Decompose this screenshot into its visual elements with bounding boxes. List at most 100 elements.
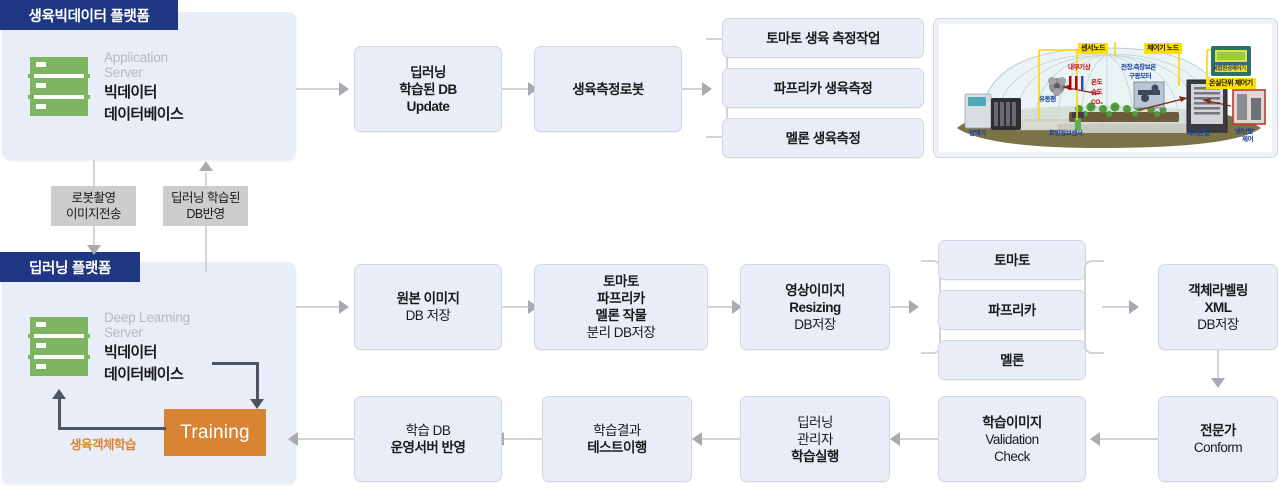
box-crop-split-db-line1: 토마토 [603,274,639,289]
box-deep-learning-manager-run[interactable]: 딥러닝 관리자 학습실행 [740,396,890,482]
connector-dl-panel-to-original-image [296,306,340,308]
box-melon-growth-measure[interactable]: 멜론 생육측정 [722,118,924,158]
server-rack-icon [28,57,90,116]
greenhouse-label-complex-env-controller: 복합환경제어기 [1213,66,1246,72]
bottom-server-label: Deep Learning Server 빅데이터 데이터베이스 [104,310,190,384]
arrow-original-to-cropsplit [528,300,538,314]
connector-update-to-robot [502,88,529,90]
greenhouse-label-control-panel: 제어판넬 [1187,130,1210,137]
box-training-run-line1: 딥러닝 [797,414,833,430]
box-crop-split-db-line3: 멜론 작물 [595,308,647,323]
box-original-image-db-line2: DB 저장 [405,308,451,323]
training-loop-up-segment [58,399,61,429]
box-deep-learning-db-update-line2: 학습된 DB [399,81,457,97]
top-server-main-line2: 데이터베이스 [104,106,184,123]
connector-validation-to-training-run [898,438,938,440]
greenhouse-controller-device-icon [1211,46,1251,76]
box-expert-conform[interactable]: 전문가 Conform [1158,396,1278,482]
box-crop-paprika[interactable]: 파프리카 [938,290,1086,330]
top-server-sub-line2: Server [104,65,143,80]
box-growth-measurement-robot[interactable]: 생육측정로봇 [534,46,682,132]
arrow-training-run-to-test [692,432,702,446]
top-server-label: Application Server 빅데이터 데이터베이스 [104,50,184,124]
box-object-labeling-xml[interactable]: 객체라벨링 XML DB저장 [1158,264,1278,350]
connector-labeling-to-expert [1217,350,1219,379]
arrow-crops-to-labeling [1129,300,1139,314]
training-loop-bottom-segment [58,427,166,430]
box-image-resizing-db[interactable]: 영상이미지 Resizing DB저장 [740,264,890,350]
relay-robot-capture-line1: 로봇촬영 [71,191,116,205]
greenhouse-label-temperature: 온도 [1091,79,1103,86]
connector-crops-to-labeling [1102,306,1130,308]
connector-test-to-db-apply [502,438,542,440]
training-loop-up-arrow [52,389,66,399]
box-deep-learning-db-update[interactable]: 딥러닝 학습된 DB Update [354,46,502,132]
box-test-exec-line2: 테스트이행 [587,440,647,455]
connector-db-apply-to-dl-panel [296,438,354,440]
top-server-main-line1: 빅데이터 [104,84,157,101]
connector-training-run-to-test [700,438,740,440]
box-growth-measurement-robot-line1: 생육측정로봇 [572,81,644,97]
box-paprika-growth-measure-label: 파프리카 생육측정 [773,80,873,96]
arrow-labeling-to-expert [1211,378,1225,388]
connector-robot-to-branch [682,88,703,90]
connector-expert-to-validation [1098,438,1158,440]
box-object-labeling-xml-line1: 객체라벨링 [1188,282,1248,298]
greenhouse-label-circulation-fan: 유동팬 [1039,96,1056,103]
panel-header-deep-learning-platform: 딥러닝 플랫폼 [0,252,140,282]
box-training-db-apply[interactable]: 학습 DB 운영서버 반영 [354,396,502,482]
training-box[interactable]: Training [164,409,266,456]
relay-db-reflect-line2: DB반영 [186,207,225,221]
box-training-run-line2: 관리자 [797,431,833,447]
top-server-sub-line1: Application [104,50,168,65]
box-tomato-growth-measure-task-label: 토마토 생육 측정작업 [766,30,880,46]
box-training-image-validation-check[interactable]: 학습이미지 Validation Check [938,396,1086,482]
box-image-resizing-db-line2: Resizing [789,299,841,315]
box-original-image-db[interactable]: 원본 이미지 DB 저장 [354,264,502,350]
box-training-run-line3: 학습실행 [791,448,839,464]
greenhouse-thermometer-icon [1069,76,1084,90]
box-validation-line1: 학습이미지 [982,414,1042,430]
top-server-row: Application Server 빅데이터 데이터베이스 [28,50,184,124]
box-image-resizing-db-line3: DB저장 [794,316,836,332]
box-test-execution[interactable]: 학습결과 테스트이행 [542,396,692,482]
relay-line-robot-capture-lower [93,226,95,246]
box-crop-paprika-label: 파프리카 [988,302,1036,318]
relay-db-reflect[interactable]: 딥러닝 학습된 DB반영 [163,186,248,226]
greenhouse-tag-greenhouse-unit-controller: 온실단위 제어기 [1206,78,1256,89]
box-crop-tomato[interactable]: 토마토 [938,240,1086,280]
greenhouse-tag-controller-node: 제어기 노드 [1144,43,1182,54]
box-tomato-growth-measure-task[interactable]: 토마토 생육 측정작업 [722,18,924,58]
arrow-validation-to-training-run [890,432,900,446]
box-deep-learning-db-update-line1: 딥러닝 [410,64,446,80]
relay-robot-capture-arrow [87,245,101,255]
box-crop-melon[interactable]: 멜론 [938,340,1086,380]
box-expert-conform-line1: 전문가 [1200,423,1236,438]
box-validation-line3: Check [994,448,1030,464]
relay-robot-capture-line2: 이미지전송 [65,207,122,221]
relay-line-db-reflect-upper [205,172,207,186]
box-validation-line2: Validation [985,431,1039,447]
bottom-server-sub-line2: Server [104,325,143,340]
arrow-dl-panel-to-original-image [339,300,349,314]
relay-line-db-reflect-lower [205,226,207,272]
greenhouse-label-humidity: 습도 [1091,89,1103,96]
connector-original-to-cropsplit [502,306,529,308]
box-crop-melon-label: 멜론 [1000,352,1024,368]
greenhouse-tag-sensor-node: 센서노드 [1078,43,1109,54]
box-crop-tomato-label: 토마토 [994,252,1030,268]
server-rack-icon [28,317,90,376]
relay-robot-capture[interactable]: 로봇촬영 이미지전송 [51,186,136,226]
relay-db-reflect-arrow [199,161,213,171]
box-crop-split-db[interactable]: 토마토 파프리카 멜론 작물 분리 DB저장 [534,264,708,350]
box-deep-learning-db-update-line3: Update [406,98,450,114]
connector-top-panel-to-update [296,88,340,90]
box-crop-split-db-line2: 파프리카 [597,291,645,306]
panel-header-growth-bigdata-platform: 생육빅데이터 플랫폼 [0,0,178,30]
box-expert-conform-line2: Conform [1193,440,1243,455]
box-paprika-growth-measure[interactable]: 파프리카 생육측정 [722,68,924,108]
box-db-apply-line2: 운영서버 반영 [390,440,466,455]
greenhouse-label-internal-weather: 내부기상 [1068,64,1091,71]
arrow-expert-to-validation [1090,432,1100,446]
